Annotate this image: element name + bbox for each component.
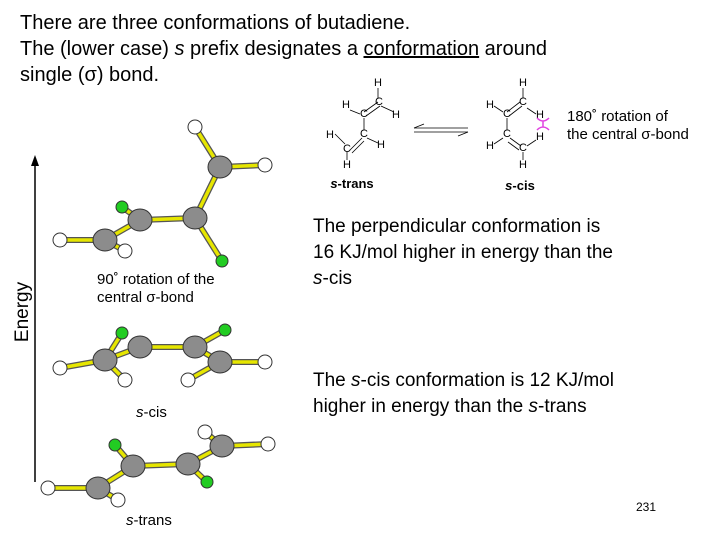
note-text: higher in energy than the: [313, 396, 529, 417]
hydrogen-symbol: H: [377, 139, 385, 151]
hydrogen-atom: [187, 119, 203, 135]
hydrogen-atom: [218, 323, 232, 337]
hydrogen-atom: [117, 243, 133, 259]
hydrogen-atom: [115, 200, 129, 214]
title-text: prefix designates a: [184, 38, 364, 60]
carbon-atom: [207, 155, 233, 179]
hydrogen-symbol: H: [536, 109, 544, 121]
note-text: -cis conformation is 12 KJ/mol: [360, 370, 614, 391]
hydrogen-symbol: H: [486, 140, 494, 152]
title-text: conformation: [363, 38, 480, 60]
note-text: s: [351, 370, 361, 391]
hydrogen-atom: [257, 354, 273, 370]
energy-label: Energy: [12, 281, 33, 342]
page-number: 231: [636, 500, 657, 514]
carbon-symbol: C: [519, 142, 527, 154]
carbon-atom: [127, 335, 153, 359]
carbon-symbol: C: [343, 143, 351, 155]
hydrogen-atom: [200, 475, 214, 489]
slide-title: There are three conformations of butadie…: [20, 10, 547, 88]
label-line: central σ-bond: [97, 289, 194, 306]
title-line: There are three conformations of butadie…: [20, 12, 411, 34]
label-text: -cis: [143, 404, 167, 421]
carbon-atom: [182, 335, 208, 359]
arrow-head-icon: [31, 155, 39, 166]
hydrogen-symbol: H: [519, 159, 527, 171]
hydrogen-symbol: H: [342, 99, 350, 111]
hydrogen-atom: [52, 232, 68, 248]
label-text: s: [126, 512, 134, 529]
carbon-atom: [182, 206, 208, 230]
note-text: s: [528, 396, 539, 417]
s-cis-label: s-cis: [505, 178, 535, 193]
carbon-symbol: C: [503, 128, 511, 140]
carbon-atom: [175, 452, 201, 476]
carbon-atom: [120, 454, 146, 478]
title-text: around: [479, 38, 547, 60]
hydrogen-atom: [260, 436, 276, 452]
hydrogen-atom: [40, 480, 56, 496]
hydrogen-atom: [52, 360, 68, 376]
title-text: s: [174, 38, 185, 60]
note-line: 16 KJ/mol higher in energy than the: [313, 242, 613, 263]
carbon-symbol: C: [360, 128, 368, 140]
note-text: -trans: [538, 396, 587, 417]
carbon-atom: [207, 350, 233, 374]
hydrogen-symbol: H: [326, 129, 334, 141]
hydrogen-symbol: H: [374, 77, 382, 89]
cis-note: The s-cis conformation is 12 KJ/mol high…: [313, 368, 614, 420]
carbon-symbol: C: [375, 96, 383, 108]
label-text: -trans: [133, 512, 172, 529]
hydrogen-atom: [180, 372, 196, 388]
hydrogen-symbol: H: [343, 159, 351, 171]
hydrogen-atom: [197, 424, 213, 440]
s-cis-model-label: s-cis: [136, 404, 167, 422]
carbon-atom: [127, 208, 153, 232]
carbon-symbol: C: [503, 108, 511, 120]
note-text: s: [313, 268, 323, 289]
label-line: 90˚ rotation of the: [97, 271, 215, 288]
title-text: The (lower case): [20, 38, 175, 60]
hydrogen-atom: [108, 438, 122, 452]
note-line: The perpendicular conformation is: [313, 216, 601, 237]
note-line: 180˚ rotation of: [567, 108, 668, 125]
note-text: The: [313, 370, 352, 391]
note-text: -cis: [322, 268, 353, 289]
hydrogen-atom: [257, 157, 273, 173]
s-trans-model-label: s-trans: [126, 512, 172, 530]
hydrogen-atom: [115, 326, 129, 340]
hydrogen-atom: [117, 372, 133, 388]
hydrogen-symbol: H: [519, 77, 527, 89]
hydrogen-symbol: H: [486, 99, 494, 111]
carbon-symbol: C: [360, 108, 368, 120]
hydrogen-atom: [215, 254, 229, 268]
carbon-atom: [209, 434, 235, 458]
carbon-atom: [92, 348, 118, 372]
hydrogen-symbol: H: [392, 109, 400, 121]
carbon-atom: [92, 228, 118, 252]
chemical-scheme: [334, 88, 537, 160]
note-line: the central σ-bond: [567, 126, 689, 143]
hydrogen-symbol: H: [536, 131, 544, 143]
perpendicular-note: The perpendicular conformation is 16 KJ/…: [313, 214, 613, 292]
s-trans-label: s-trans: [330, 176, 373, 191]
steric-clash-icon: [536, 117, 550, 131]
label-text: s: [136, 404, 144, 421]
hydrogen-atom: [110, 492, 126, 508]
title-line: single (σ) bond.: [20, 64, 160, 86]
carbon-symbol: C: [519, 96, 527, 108]
carbon-atom: [85, 476, 111, 500]
